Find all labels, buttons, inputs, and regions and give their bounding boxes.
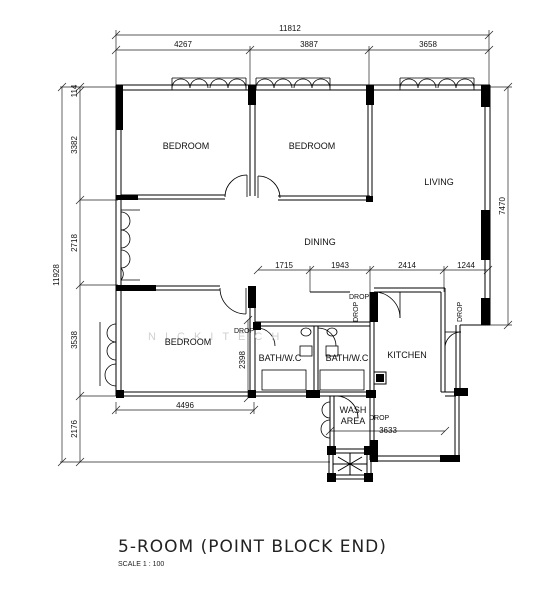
dim-wash-width: 3633	[379, 426, 397, 435]
dim-overall-width: 11812	[279, 24, 301, 33]
room-living: LIVING	[424, 177, 454, 187]
dim-left-2: 2718	[70, 234, 79, 252]
dim-bath-height: 2398	[238, 351, 247, 369]
dimension-lines	[57, 30, 513, 467]
watermark: NICKITECH	[148, 331, 288, 343]
label-drop-wash: DROP	[369, 415, 390, 422]
dim-left-1: 3382	[70, 136, 79, 154]
dim-left-top: 114	[70, 84, 79, 97]
room-bedroom-1: BEDROOM	[163, 141, 210, 151]
room-labels: BEDROOM BEDROOM LIVING DINING BEDROOM BA…	[163, 141, 454, 426]
room-bedroom-3: BEDROOM	[165, 337, 212, 347]
room-dining: DINING	[304, 237, 336, 247]
room-wash-area-line-2: AREA	[341, 416, 366, 426]
label-drop-top: DROP	[349, 294, 370, 301]
room-bedroom-2: BEDROOM	[289, 141, 336, 151]
bath-fixtures	[261, 327, 365, 391]
doors	[219, 174, 462, 419]
dim-inner-4: 1244	[457, 261, 475, 270]
dim-top-1: 4267	[174, 40, 192, 49]
label-drop-vertical: DROP	[353, 301, 360, 322]
dim-inner-1: 1715	[275, 261, 293, 270]
dim-right-living: 7470	[498, 197, 507, 215]
dim-bottom-bedroom: 4496	[176, 401, 194, 410]
dim-left-4: 2176	[70, 420, 79, 438]
label-drop-right: DROP	[457, 301, 464, 322]
dim-top-3: 3658	[419, 40, 437, 49]
label-drop-bath: DROP	[234, 328, 255, 335]
plan-title: 5-ROOM (POINT BLOCK END)	[118, 537, 387, 557]
plan-scale: SCALE 1 : 100	[118, 561, 164, 568]
room-bath-2: BATH/W.C	[326, 353, 369, 363]
dim-inner-2: 1943	[331, 261, 349, 270]
room-kitchen: KITCHEN	[387, 350, 427, 360]
dim-overall-height: 11928	[52, 264, 61, 286]
dimension-labels: 11812 4267 3887 3658 114 3382 2718 3538 …	[52, 24, 507, 438]
dim-left-3: 3538	[70, 331, 79, 349]
room-wash-area-line-1: WASH	[340, 405, 367, 415]
windows	[99, 77, 475, 439]
structural-columns	[116, 85, 490, 482]
dim-inner-3: 2414	[398, 261, 416, 270]
room-bath-1: BATH/W.C	[259, 353, 302, 363]
drop-labels: DROP DROP DROP DROP DROP	[234, 294, 464, 422]
dim-top-2: 3887	[300, 40, 318, 49]
